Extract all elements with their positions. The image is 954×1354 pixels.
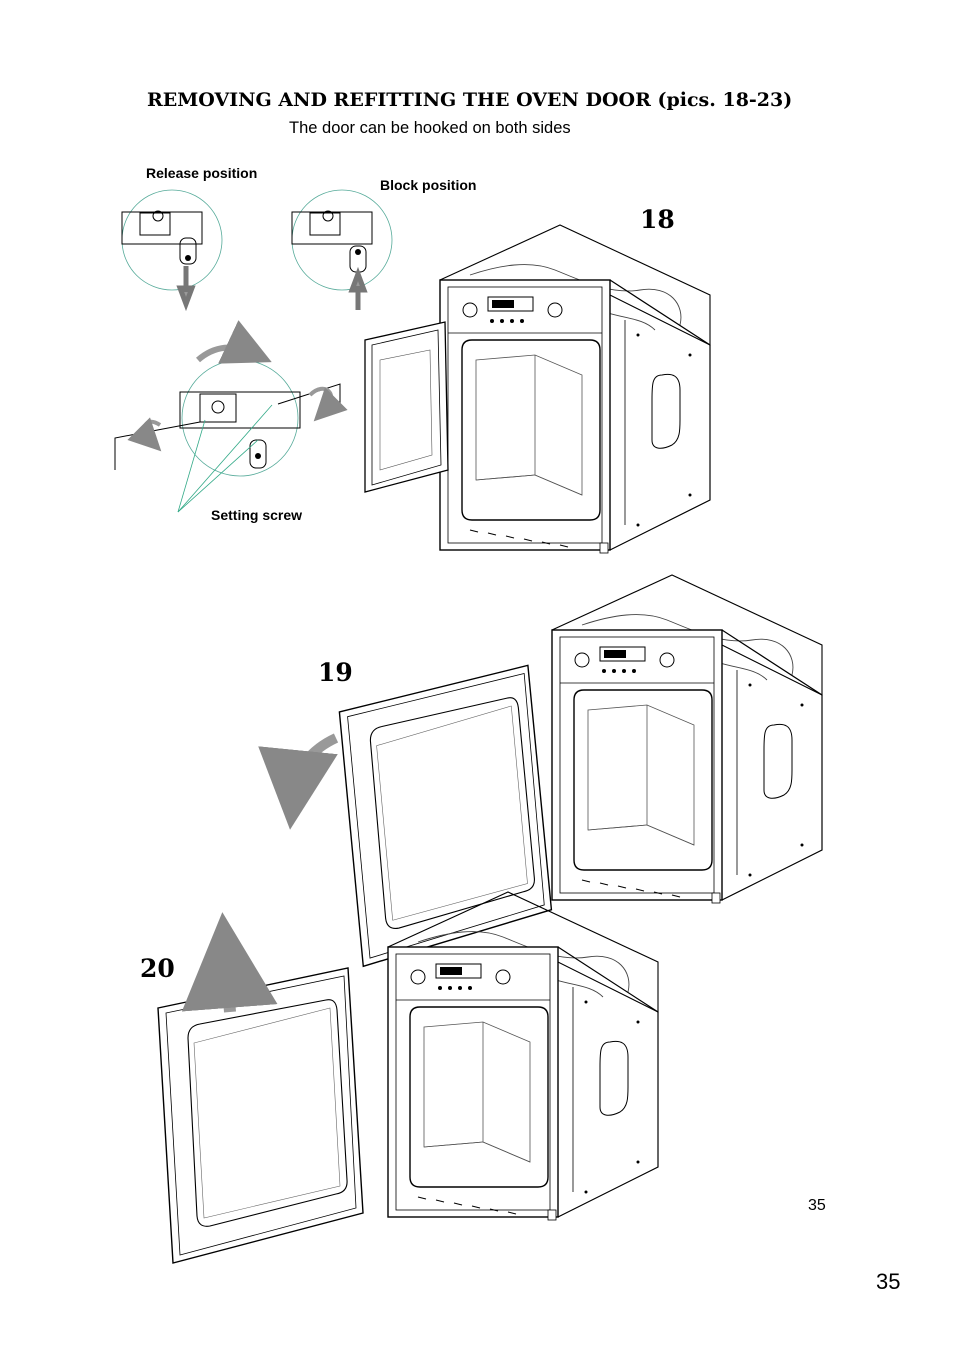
release-position-label: Release position	[146, 165, 258, 181]
section-title: REMOVING AND REFITTING THE OVEN DOOR (pi…	[147, 89, 793, 111]
setting-screw-label: Setting screw	[211, 507, 303, 523]
inner-page-number: 35	[808, 1197, 826, 1214]
section-subtitle: The door can be hooked on both sides	[289, 119, 571, 137]
figure-18-number: 18	[640, 205, 675, 234]
figure-19-number: 19	[318, 658, 353, 687]
figure-20-number: 20	[140, 954, 175, 983]
page-number: 35	[876, 1269, 901, 1294]
block-position-label: Block position	[380, 177, 477, 193]
